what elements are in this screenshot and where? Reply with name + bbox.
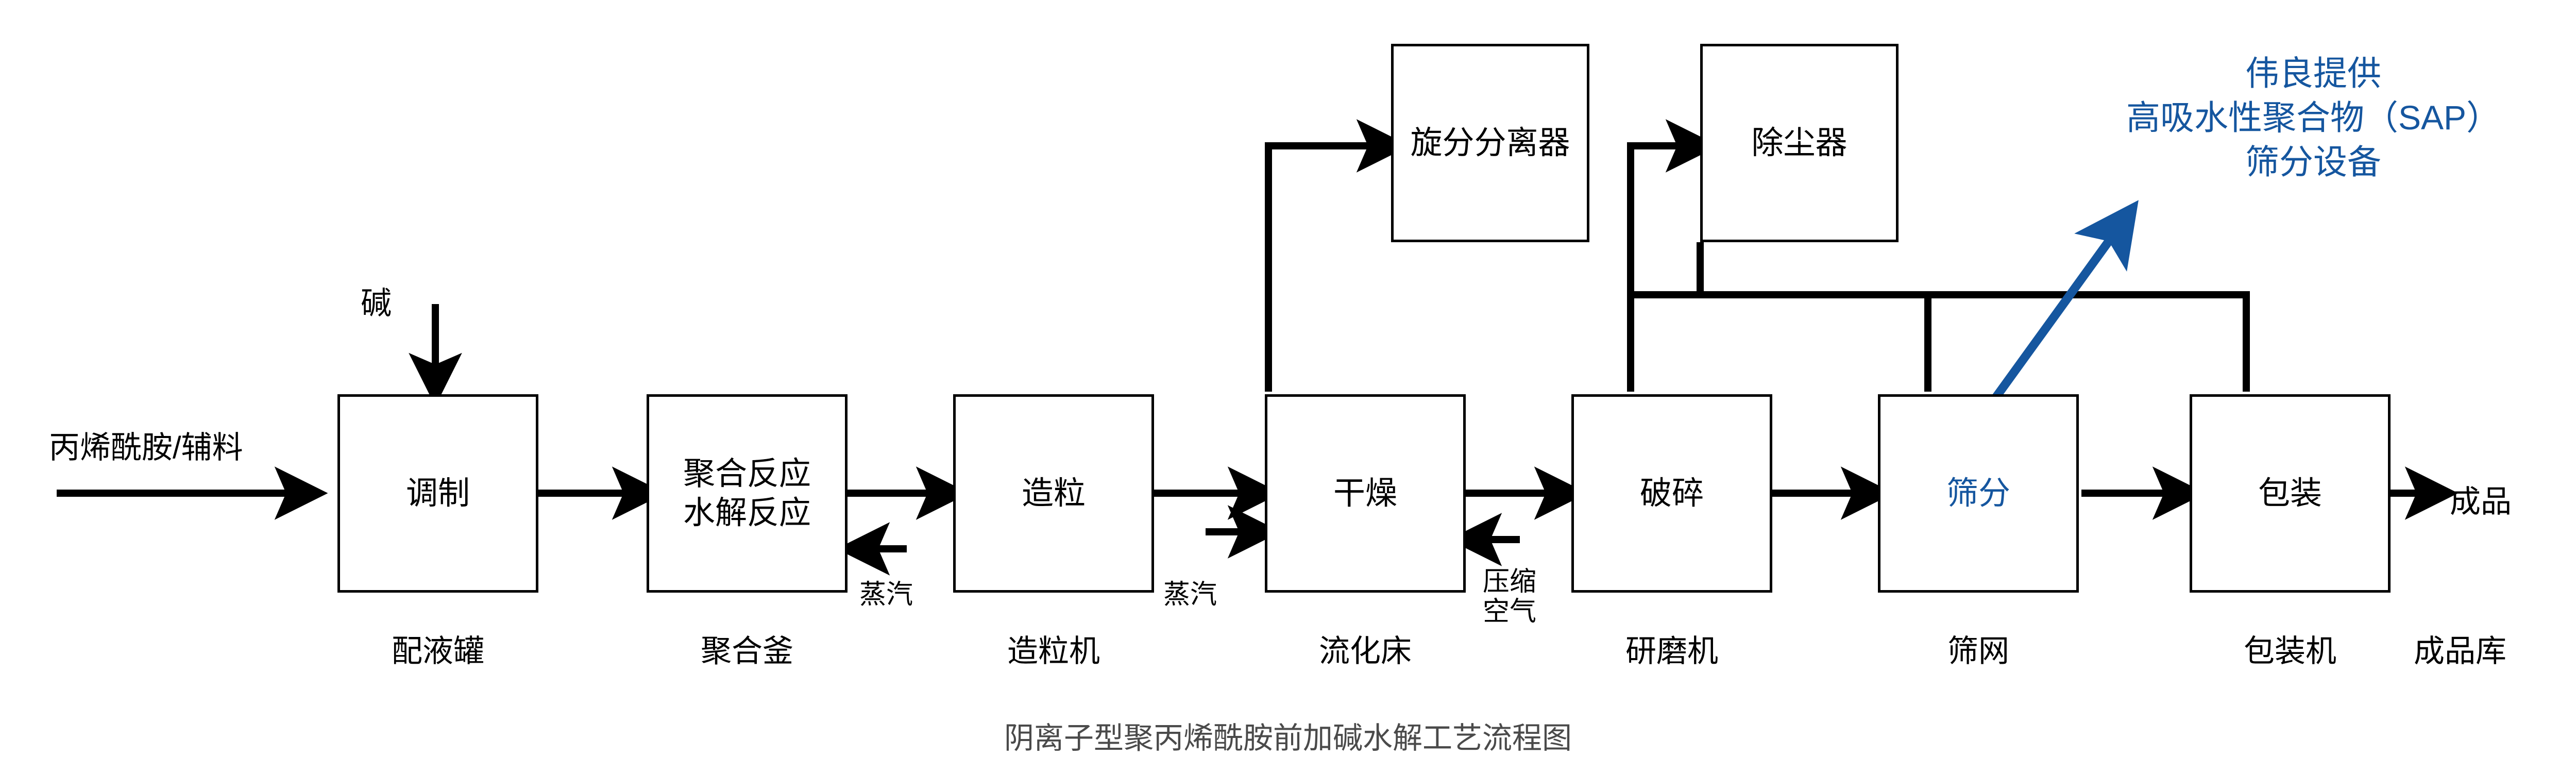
equipment-label-reactor: 聚合釜 xyxy=(701,634,793,668)
label-feed-in: 丙烯酰胺/辅料 xyxy=(49,430,243,465)
node-prep-label: 调制 xyxy=(405,475,470,511)
node-dry-label: 干燥 xyxy=(1333,475,1397,511)
wire-dryer-cyclone xyxy=(1265,119,1410,392)
node-cyclone-label: 旋分分离器 xyxy=(1410,125,1570,161)
label-product: 成品 xyxy=(2450,484,2512,519)
label-steam-reactor: 蒸汽 xyxy=(859,580,913,610)
node-crush[interactable]: 破碎 xyxy=(1571,394,1772,593)
equipment-label-dry: 流化床 xyxy=(1319,634,1412,668)
label-steam-dryer: 蒸汽 xyxy=(1163,580,1217,610)
node-pack-label: 包装 xyxy=(2258,475,2322,511)
equipment-label-pack: 包装机 xyxy=(2244,634,2336,668)
node-reactor[interactable]: 聚合反应 水解反应 xyxy=(647,394,848,593)
node-dry[interactable]: 干燥 xyxy=(1265,394,1466,593)
wire-bus-to-pack xyxy=(1631,291,2250,392)
node-dust-collector[interactable]: 除尘器 xyxy=(1700,44,1899,242)
node-crush-label: 破碎 xyxy=(1639,475,1704,511)
equipment-label-screen: 筛网 xyxy=(1947,634,2009,668)
figure-caption: 阴离子型聚丙烯酰胺前加碱水解工艺流程图 xyxy=(1004,721,1572,755)
equipment-label-granulate: 造粒机 xyxy=(1007,634,1100,668)
node-screen-label: 筛分 xyxy=(1946,475,2010,511)
wire-crusher-dust xyxy=(1627,119,1719,392)
node-pack[interactable]: 包装 xyxy=(2190,394,2391,593)
node-granulate-label: 造粒 xyxy=(1021,475,1086,511)
label-alkali: 碱 xyxy=(361,286,392,321)
label-compressed-air: 压缩 空气 xyxy=(1482,567,1536,627)
node-granulate[interactable]: 造粒 xyxy=(953,394,1154,593)
node-reactor-label: 聚合反应 水解反应 xyxy=(683,456,811,531)
equipment-label-product-store: 成品库 xyxy=(2414,634,2506,668)
supplier-annotation: 伟良提供 高吸水性聚合物（SAP） 筛分设备 xyxy=(2126,54,2501,181)
node-cyclone[interactable]: 旋分分离器 xyxy=(1391,44,1589,242)
node-screen[interactable]: 筛分 xyxy=(1878,394,2079,593)
equipment-label-prep: 配液罐 xyxy=(392,634,484,668)
node-dust-collector-label: 除尘器 xyxy=(1751,125,1848,161)
equipment-label-crush: 研磨机 xyxy=(1625,634,1718,668)
node-prep[interactable]: 调制 xyxy=(337,394,538,593)
